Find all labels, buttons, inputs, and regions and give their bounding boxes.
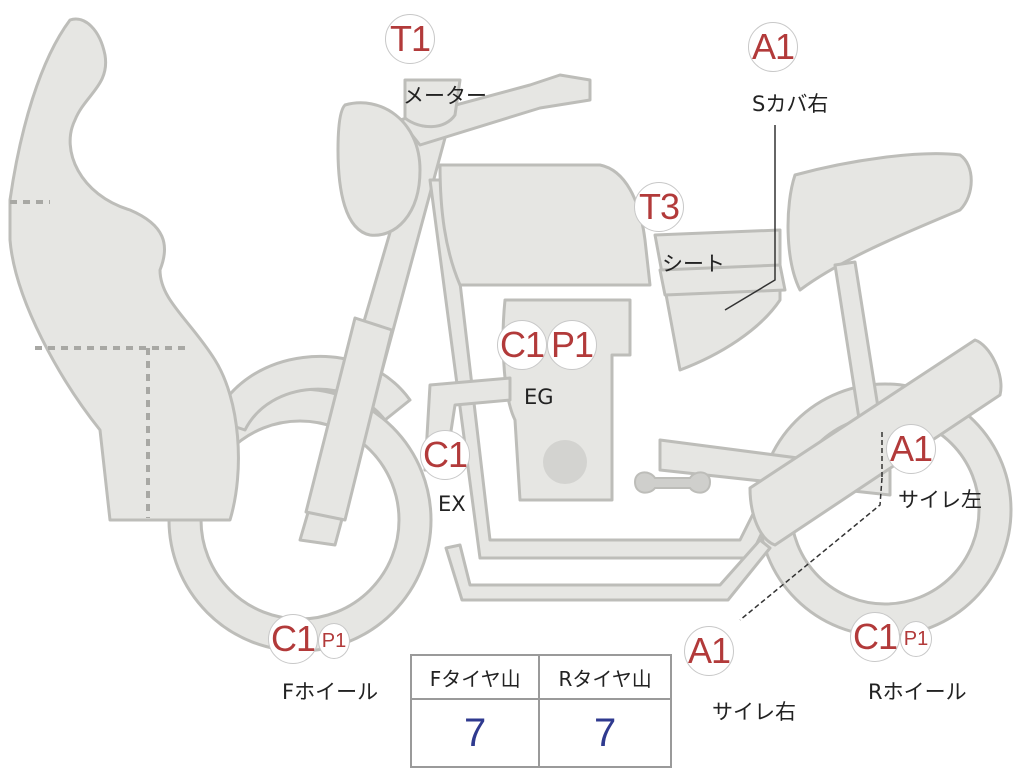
exhaust-label: EX	[438, 492, 466, 516]
front-wheel-label: Fホイール	[282, 680, 379, 704]
fork-cover	[304, 316, 394, 522]
headlight	[336, 101, 422, 237]
muffler	[748, 338, 1003, 547]
fuel-tank	[438, 163, 652, 287]
seat-rail	[658, 263, 787, 297]
seat	[786, 152, 973, 292]
side-right-code-badge: A1	[684, 626, 734, 676]
tire-tread-table: Fタイヤ山 Rタイヤ山 7 7	[409, 654, 672, 768]
front-wheel-p-badge: P1	[318, 623, 350, 659]
engine-label: EG	[524, 385, 554, 409]
rear-tire-value: 7	[538, 698, 672, 768]
side-cover-right-label: Sカバ右	[752, 92, 829, 116]
meter	[403, 78, 462, 129]
seat-code-badge: T3	[634, 182, 684, 232]
rear-wheel-c-badge: C1	[850, 612, 900, 662]
seat-label: シート	[662, 252, 725, 276]
front-tire-value: 7	[409, 698, 541, 768]
meter-label: メーター	[403, 84, 487, 108]
side-left-code-badge: A1	[886, 424, 936, 474]
side-cover-right-code-badge: A1	[748, 22, 798, 72]
exhaust-code-badge: C1	[420, 430, 470, 480]
engine-cover	[543, 440, 587, 484]
meter-code-badge: T1	[385, 14, 435, 64]
rear-wheel-p-badge: P1	[900, 621, 932, 657]
frame-upper	[444, 538, 772, 602]
engine-c-badge: C1	[497, 320, 547, 370]
front-wheel-c-badge: C1	[268, 614, 318, 664]
handlebar	[398, 73, 592, 147]
table-header-row: Fタイヤ山 Rタイヤ山	[409, 654, 672, 700]
fairing	[8, 17, 240, 522]
table-row: 7 7	[409, 698, 672, 768]
front-tire-header: Fタイヤ山	[409, 654, 541, 700]
side-left-label: サイレ左	[898, 488, 982, 512]
engine-p-badge: P1	[547, 320, 597, 370]
rear-tire-header: Rタイヤ山	[538, 654, 672, 700]
footpeg	[633, 471, 712, 494]
rear-wheel-label: Rホイール	[868, 680, 967, 704]
side-right-label: サイレ右	[712, 700, 796, 724]
